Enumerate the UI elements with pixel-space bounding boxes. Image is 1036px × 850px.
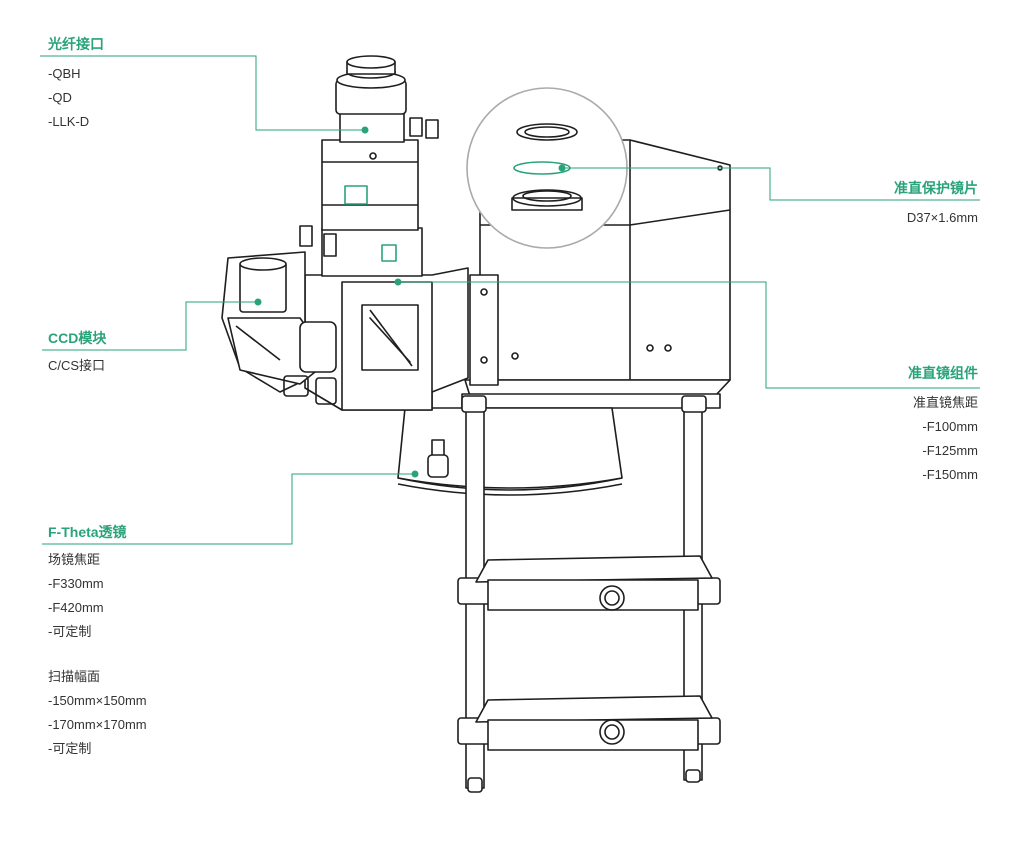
leader-dot-ftheta (411, 470, 419, 478)
label-protect-line: D37×1.6mm (906, 210, 978, 225)
label-ftheta-title: F-Theta透镜 (48, 524, 127, 540)
upper-nozzle-clamp (457, 555, 721, 611)
label-collimator-line: -F125mm (922, 443, 978, 458)
label-fiber-line: -QD (48, 90, 72, 105)
label-ccd-title: CCD模块 (48, 330, 107, 346)
leader-fiber (40, 55, 365, 131)
leader-dot-collimator (394, 278, 402, 286)
label-ftheta-line: 场镜焦距 (48, 552, 101, 567)
leader-dot-fiber (361, 126, 369, 134)
label-collimator-line: -F150mm (922, 467, 978, 482)
lower-nozzle-clamp (457, 695, 721, 751)
label-ccd-line: C/CS接口 (48, 358, 106, 373)
fiber-interface (321, 55, 439, 231)
label-ftheta-line: -可定制 (48, 624, 92, 639)
label-collimator-title: 准直镜组件 (908, 365, 978, 381)
mounting-plate (461, 379, 731, 409)
leader-collimator (398, 281, 980, 389)
label-fiber-line: -QBH (48, 66, 81, 81)
label-ftheta-line: -150mm×150mm (48, 693, 147, 708)
label-fiber-line: -LLK-D (48, 114, 90, 129)
f-theta-lens-body (397, 407, 623, 496)
label-ftheta-line: -F420mm (48, 600, 104, 615)
leader-dot-protect (558, 164, 566, 172)
label-ftheta-line: -170mm×170mm (48, 717, 147, 732)
label-collimator-line: 准直镜焦距 (912, 395, 978, 410)
leader-protect (562, 167, 980, 201)
ccd-module (221, 225, 337, 405)
leader-dot-ccd (254, 298, 262, 306)
label-collimator-line: -F100mm (922, 419, 978, 434)
collimator-block (304, 227, 499, 411)
leader-ftheta (42, 473, 415, 545)
protective-lens-detail (466, 87, 628, 249)
label-ftheta-line: -可定制 (48, 741, 92, 756)
label-ftheta-line: -F330mm (48, 576, 104, 591)
label-ftheta-line: 扫描幅面 (48, 669, 101, 684)
leader-ccd (42, 301, 258, 351)
label-fiber-title: 光纤接口 (48, 36, 104, 52)
label-protect-title: 准直保护镜片 (894, 180, 978, 196)
